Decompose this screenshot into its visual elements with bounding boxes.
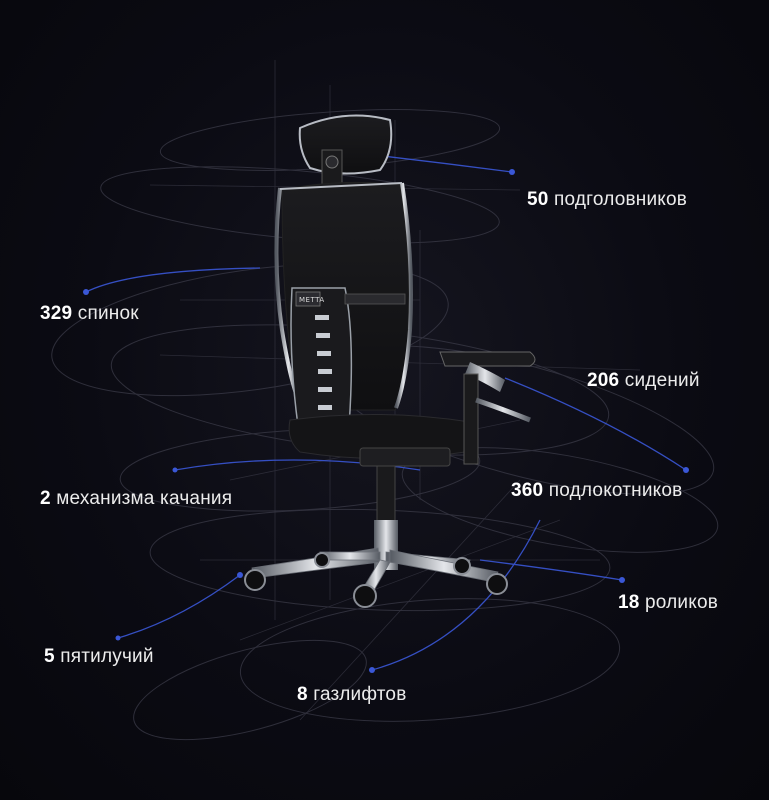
- stat-number: 206: [587, 370, 620, 391]
- stat-backs: 329 спинок: [40, 303, 139, 325]
- stat-number: 8: [297, 684, 308, 705]
- stat-armrests: 360 подлокотников: [511, 480, 682, 502]
- stat-number: 50: [527, 189, 549, 210]
- armrest: [439, 351, 536, 465]
- stat-tilt-mechanisms: 2 механизма качания: [40, 488, 232, 510]
- stat-label: механизма качания: [56, 488, 233, 509]
- stat-label: подголовников: [554, 189, 688, 210]
- stat-number: 360: [511, 480, 544, 501]
- logo: METTA: [299, 296, 325, 304]
- stat-label: спинок: [77, 303, 139, 324]
- stat-label: газлифтов: [313, 684, 407, 705]
- casters: [244, 552, 508, 608]
- stat-number: 5: [44, 646, 55, 667]
- stat-label: сидений: [624, 370, 700, 391]
- stat-number: 2: [40, 488, 51, 509]
- stat-casters: 18 роликов: [618, 592, 718, 614]
- headrest: [298, 114, 393, 196]
- stat-number: 18: [618, 592, 640, 613]
- stat-label: пятилучий: [60, 646, 154, 667]
- seat: [288, 413, 474, 467]
- stat-seats: 206 сидений: [587, 370, 700, 392]
- stat-five-star-bases: 5 пятилучий: [44, 646, 154, 668]
- stat-headrests: 50 подголовников: [527, 189, 687, 211]
- stat-label: подлокотников: [548, 480, 683, 501]
- stat-number: 329: [40, 303, 73, 324]
- stat-gas-lifts: 8 газлифтов: [297, 684, 407, 706]
- stat-label: роликов: [645, 592, 719, 613]
